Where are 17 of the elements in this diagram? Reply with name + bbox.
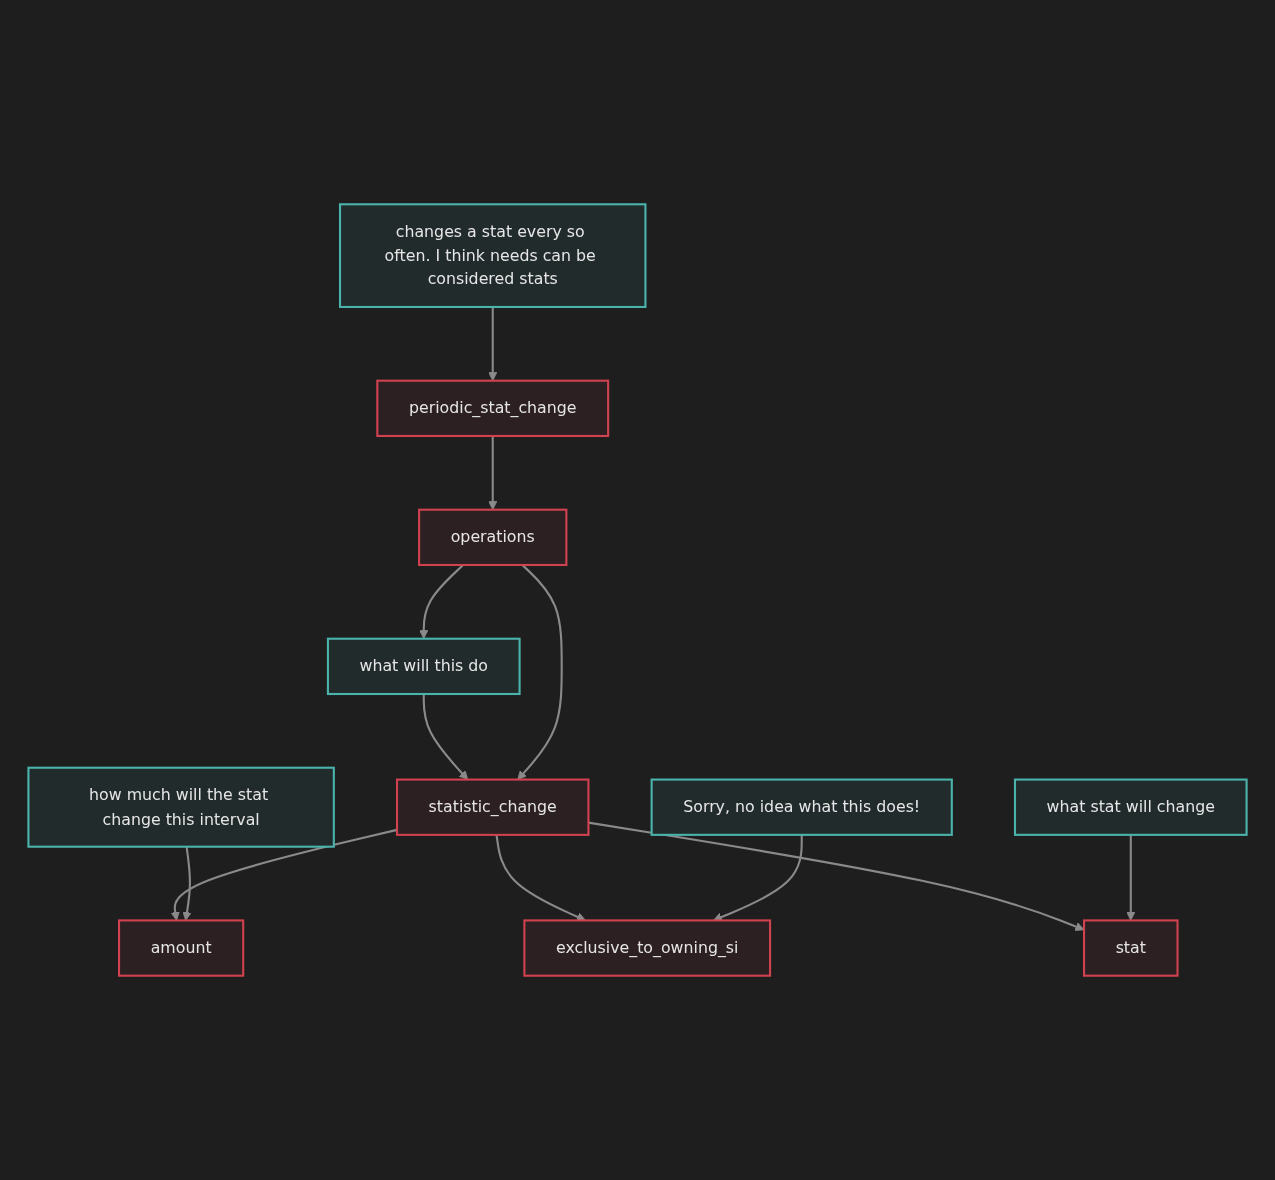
node-box: changes a stat every so often. I think needs can be considered stats xyxy=(338,203,647,309)
node-box: periodic_stat_change xyxy=(376,379,610,438)
node-box: Sorry, no idea what this does! xyxy=(650,778,953,836)
arrow xyxy=(170,828,398,921)
node-box: exclusive_to_owning_si xyxy=(523,919,772,977)
node-box: operations xyxy=(418,508,568,567)
node-box: what will this do xyxy=(326,637,521,696)
node-box: how much will the stat change this interval xyxy=(27,766,335,848)
node-box: amount xyxy=(118,919,245,977)
node-box: what stat will change xyxy=(1013,778,1248,836)
node-box: statistic_change xyxy=(395,778,590,836)
node-box: stat xyxy=(1082,919,1179,977)
arrow xyxy=(1126,834,1136,921)
arrow xyxy=(422,694,469,780)
arrow xyxy=(517,564,563,780)
arrow xyxy=(182,846,192,921)
arrow xyxy=(588,821,1085,931)
